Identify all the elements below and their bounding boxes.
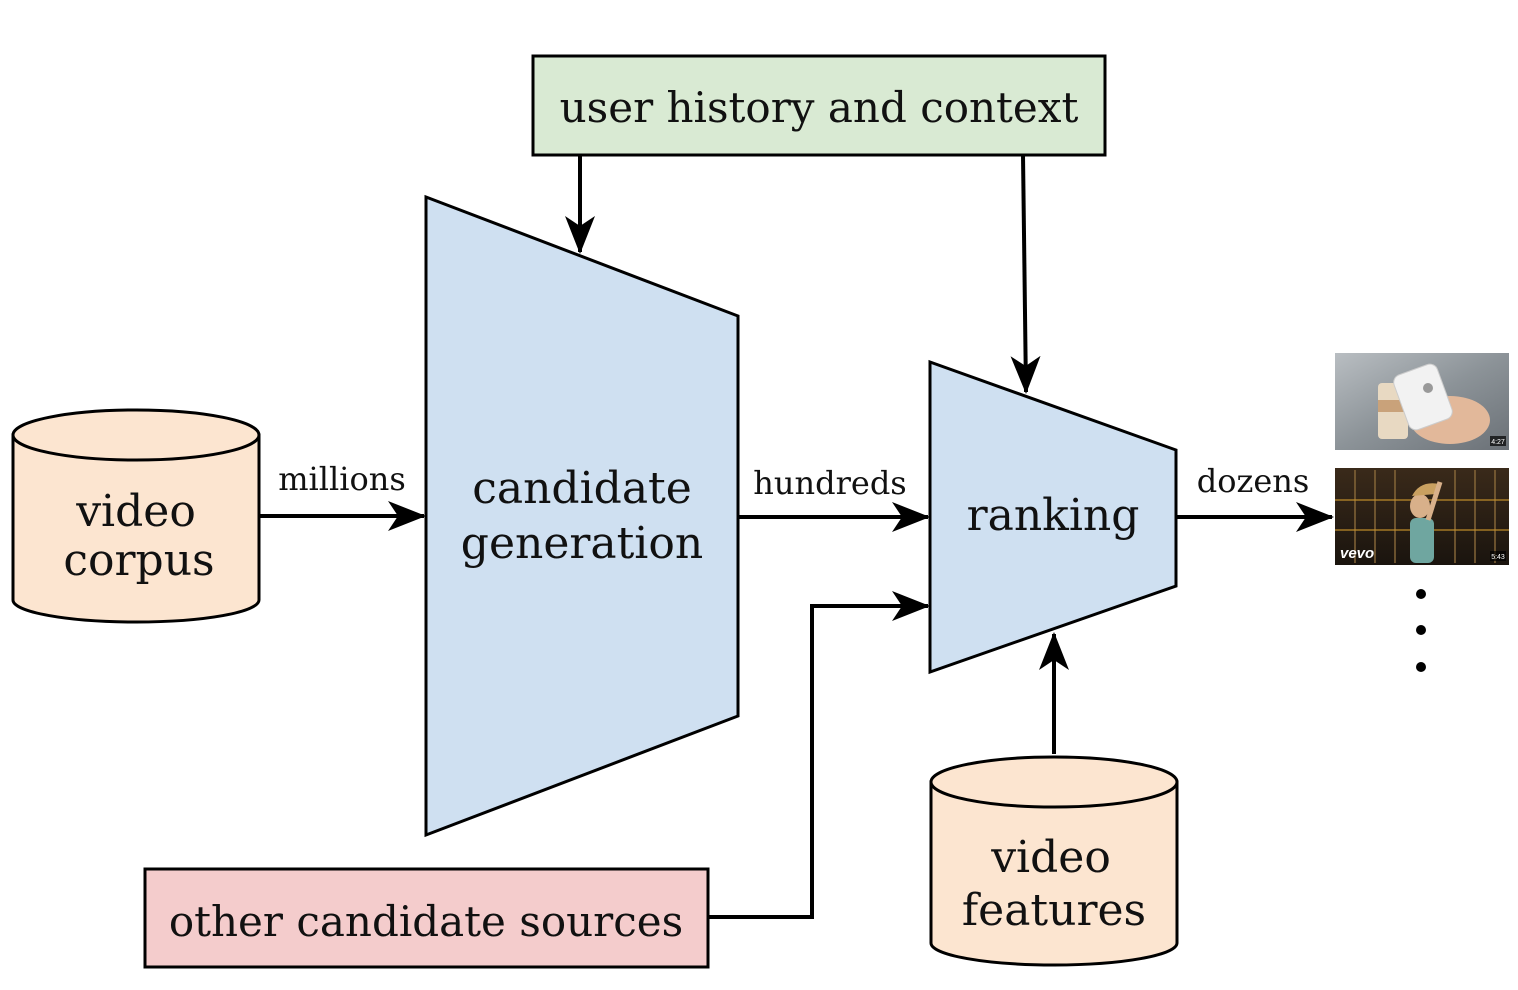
ranking-label: ranking [967,490,1140,541]
ranking-node: ranking [928,359,1178,675]
edge-label-hundreds: hundreds [753,464,906,502]
user-history-label: user history and context [560,83,1079,132]
vevo-logo: vevo [1340,545,1374,562]
video-features-node: video features [929,755,1179,967]
video-corpus-label-line1: video [75,486,196,537]
video-corpus-node: video corpus [11,408,261,624]
phone-icon [1393,363,1453,431]
other-sources-label: other candidate sources [169,897,683,946]
edge-other-to-ranking [708,591,930,919]
thumbnail-2-duration: 5:43 [1491,554,1505,561]
edge-history-to-ranking [1010,154,1041,394]
edge-label-dozens: dozens [1197,462,1310,500]
video-corpus-label-line2: corpus [63,535,214,586]
thumbnail-1-duration: 4:27 [1491,439,1505,446]
more-results-ellipsis-icon [1416,589,1426,672]
user-history-node: user history and context [531,54,1107,157]
candidate-generation-label-line1: candidate [472,463,692,514]
video-thumbnail-2: vevo 5:43 [1335,468,1509,565]
edge-label-millions: millions [278,460,406,498]
candidate-generation-node: candidate generation [424,194,740,838]
video-features-label-line2: features [962,885,1146,936]
candidate-generation-label-line2: generation [461,518,703,569]
other-sources-node: other candidate sources [143,867,710,969]
video-features-label-line1: video [990,832,1111,883]
dancer-figure-icon [1410,481,1443,563]
video-thumbnail-1: 4:27 [1335,353,1509,450]
